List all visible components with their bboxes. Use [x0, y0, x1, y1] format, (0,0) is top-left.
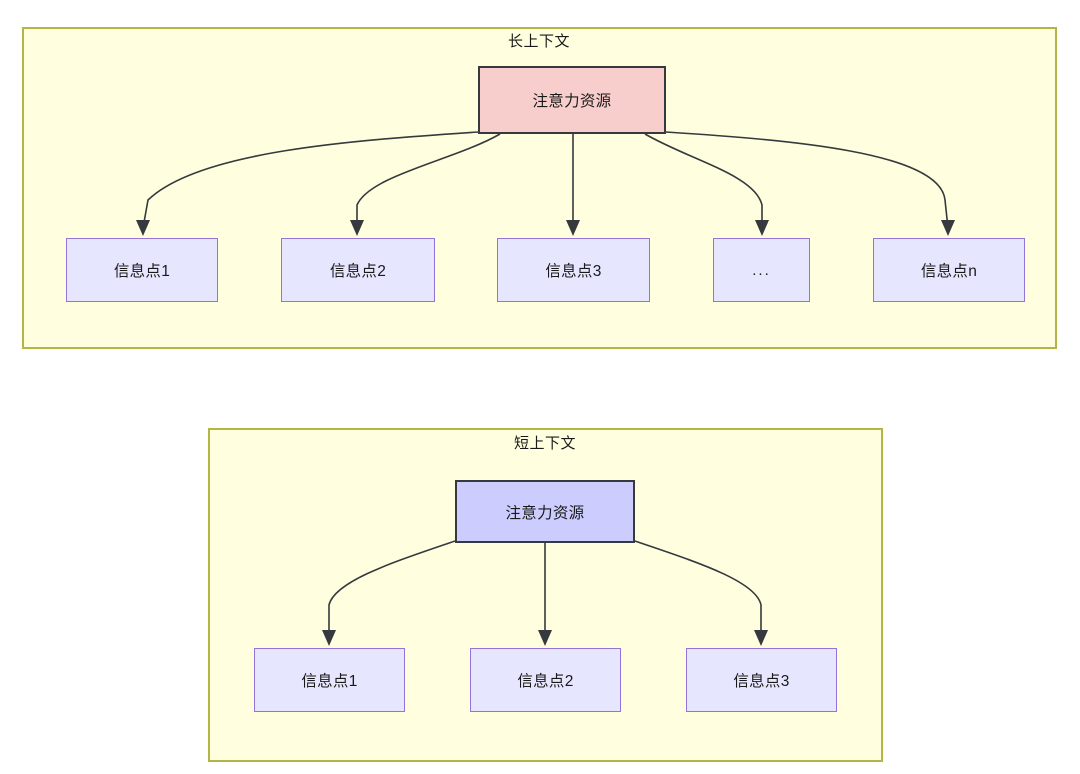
node-attention-resource-long[interactable]: 注意力资源: [478, 66, 666, 134]
node-info-point-1-short[interactable]: 信息点1: [254, 648, 405, 712]
node-info-point-3-long[interactable]: 信息点3: [497, 238, 650, 302]
node-info-point-1-long[interactable]: 信息点1: [66, 238, 218, 302]
node-info-point-n-long[interactable]: 信息点n: [873, 238, 1025, 302]
node-info-point-ellipsis-long[interactable]: ...: [713, 238, 810, 302]
node-info-point-3-short[interactable]: 信息点3: [686, 648, 837, 712]
group-title-short-context: 短上下文: [513, 435, 576, 452]
group-title-long-context: 长上下文: [507, 33, 570, 50]
node-info-point-2-long[interactable]: 信息点2: [281, 238, 435, 302]
node-attention-resource-short[interactable]: 注意力资源: [455, 480, 635, 543]
node-info-point-2-short[interactable]: 信息点2: [470, 648, 621, 712]
